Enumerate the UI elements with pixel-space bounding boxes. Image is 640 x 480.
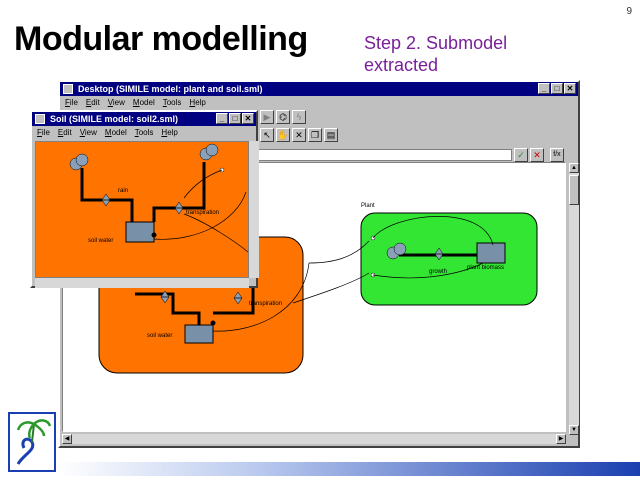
palm-tree-icon [16, 419, 52, 465]
slide-title: Modular modelling [14, 20, 308, 58]
app-icon [63, 84, 73, 94]
menu-model[interactable]: Model [132, 98, 155, 107]
menu-file[interactable]: File [65, 98, 78, 107]
reject-icon[interactable]: ✕ [530, 148, 544, 162]
delete-icon[interactable]: ✕ [292, 128, 306, 142]
play-icon[interactable]: ▶ [260, 110, 274, 124]
scroll-up-button[interactable]: ▲ [569, 163, 579, 173]
maximize-button[interactable]: □ [229, 113, 241, 124]
minimize-button[interactable]: _ [538, 83, 550, 94]
desktop-vertical-scrollbar[interactable] [569, 163, 579, 435]
menu-edit[interactable]: Edit [85, 98, 100, 107]
soil-water-compartment [184, 324, 214, 344]
soil-window-titlebar[interactable]: Soil (SIMILE model: soil2.sml) _ □ ✕ [32, 112, 256, 126]
soil-window[interactable]: Soil (SIMILE model: soil2.sml) _ □ ✕ Fil… [30, 110, 259, 288]
menu-edit[interactable]: Edit [57, 128, 72, 137]
soil-vertical-scrollbar[interactable] [249, 141, 259, 278]
soil-diagram [69, 143, 249, 253]
desktop-toolbar: ▶ ⌬ ϟ ↖ ✋ ✕ ❐ ▤ ✓ ✕ f/x [60, 110, 578, 162]
pointer-icon[interactable]: ↖ [260, 128, 274, 142]
plant-biomass-compartment [476, 242, 506, 264]
soil-horizontal-scrollbar[interactable] [35, 278, 249, 288]
rain-label: rain [118, 188, 129, 194]
soil-water-label: soil water [88, 238, 114, 244]
close-button[interactable]: ✕ [564, 83, 576, 94]
menu-view[interactable]: View [79, 128, 97, 137]
close-button[interactable]: ✕ [242, 113, 254, 124]
subtitle-line-1: Step 2. Submodel [364, 33, 508, 53]
hand-icon[interactable]: ✋ [276, 128, 290, 142]
equation-bar[interactable] [256, 149, 512, 161]
scroll-left-button[interactable]: ◀ [62, 434, 72, 444]
desktop-window[interactable]: Desktop (SIMILE model: plant and soil.sm… [58, 80, 580, 448]
plant-biomass-label: plant biomass [467, 265, 505, 271]
subtitle-line-2: extracted [364, 55, 439, 75]
minimize-button[interactable]: _ [216, 113, 228, 124]
footer-gradient-bar [58, 462, 640, 476]
menu-tools[interactable]: Tools [162, 98, 182, 107]
desktop-horizontal-scrollbar[interactable] [62, 434, 566, 444]
accept-icon[interactable]: ✓ [514, 148, 528, 162]
desktop-menubar: File Edit View Model Tools Help [60, 96, 578, 109]
lightning-icon[interactable]: ϟ [292, 110, 306, 124]
growth-label: growth [429, 269, 448, 275]
menu-help[interactable]: Help [161, 128, 178, 137]
page-number: 9 [626, 6, 632, 17]
simile-logo [8, 412, 56, 472]
app-icon [35, 114, 45, 124]
binoculars-icon[interactable]: ⌬ [276, 110, 290, 124]
plant-submodel-box [360, 212, 538, 306]
soil-menubar: File Edit View Model Tools Help [32, 126, 256, 139]
scroll-right-button[interactable]: ▶ [556, 434, 566, 444]
function-icon[interactable]: f/x [550, 148, 564, 162]
slide-subtitle: Step 2. Submodel extracted [364, 32, 507, 76]
soil-canvas[interactable]: rain transpiration soil water [35, 141, 249, 278]
plant-submodel-label: Plant [361, 203, 375, 209]
desktop-soil-water-label: soil water [147, 333, 173, 339]
soil-transpiration-label: transpiration [186, 210, 220, 216]
menu-tools[interactable]: Tools [134, 128, 154, 137]
desktop-canvas[interactable]: Plant plant biomass growth transpiration… [62, 162, 579, 435]
scroll-down-button[interactable]: ▼ [569, 425, 579, 435]
menu-model[interactable]: Model [104, 128, 127, 137]
menu-view[interactable]: View [107, 98, 125, 107]
paste-icon[interactable]: ▤ [324, 128, 338, 142]
vertical-scroll-thumb[interactable] [569, 175, 579, 205]
desktop-window-titlebar[interactable]: Desktop (SIMILE model: plant and soil.sm… [60, 82, 578, 96]
soil-window-title: Soil (SIMILE model: soil2.sml) [50, 114, 179, 124]
maximize-button[interactable]: □ [551, 83, 563, 94]
menu-file[interactable]: File [37, 128, 50, 137]
desktop-window-title: Desktop (SIMILE model: plant and soil.sm… [78, 84, 263, 94]
copy-icon[interactable]: ❐ [308, 128, 322, 142]
soil-water-compartment [125, 221, 155, 243]
menu-help[interactable]: Help [189, 98, 206, 107]
desktop-transpiration-label: transpiration [249, 301, 283, 307]
